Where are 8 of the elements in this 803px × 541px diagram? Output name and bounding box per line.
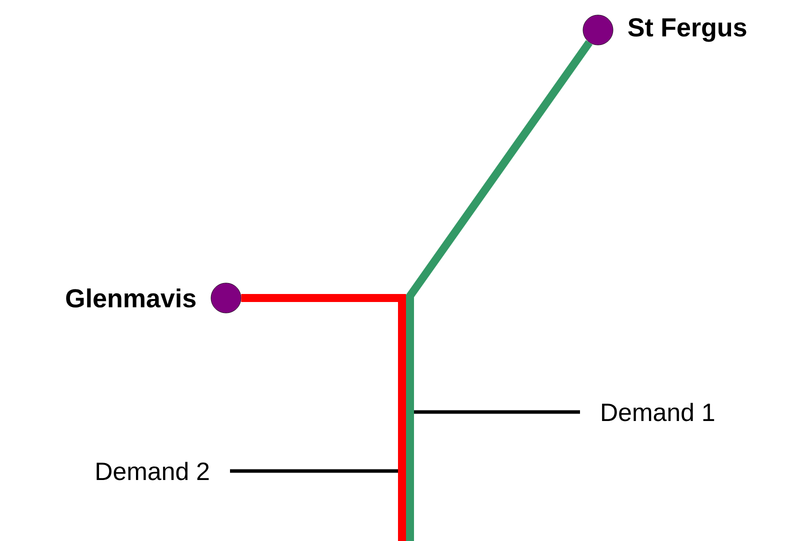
demand-label: Demand 1 [602, 402, 714, 422]
pipeline [241, 294, 406, 541]
connector-line [414, 410, 580, 414]
station-label: Glenmavis [66, 288, 196, 308]
demand-label: Demand 2 [96, 462, 209, 480]
station-label: St Fergus [628, 18, 746, 42]
connector-line [230, 469, 398, 473]
pipeline [406, 40, 592, 541]
